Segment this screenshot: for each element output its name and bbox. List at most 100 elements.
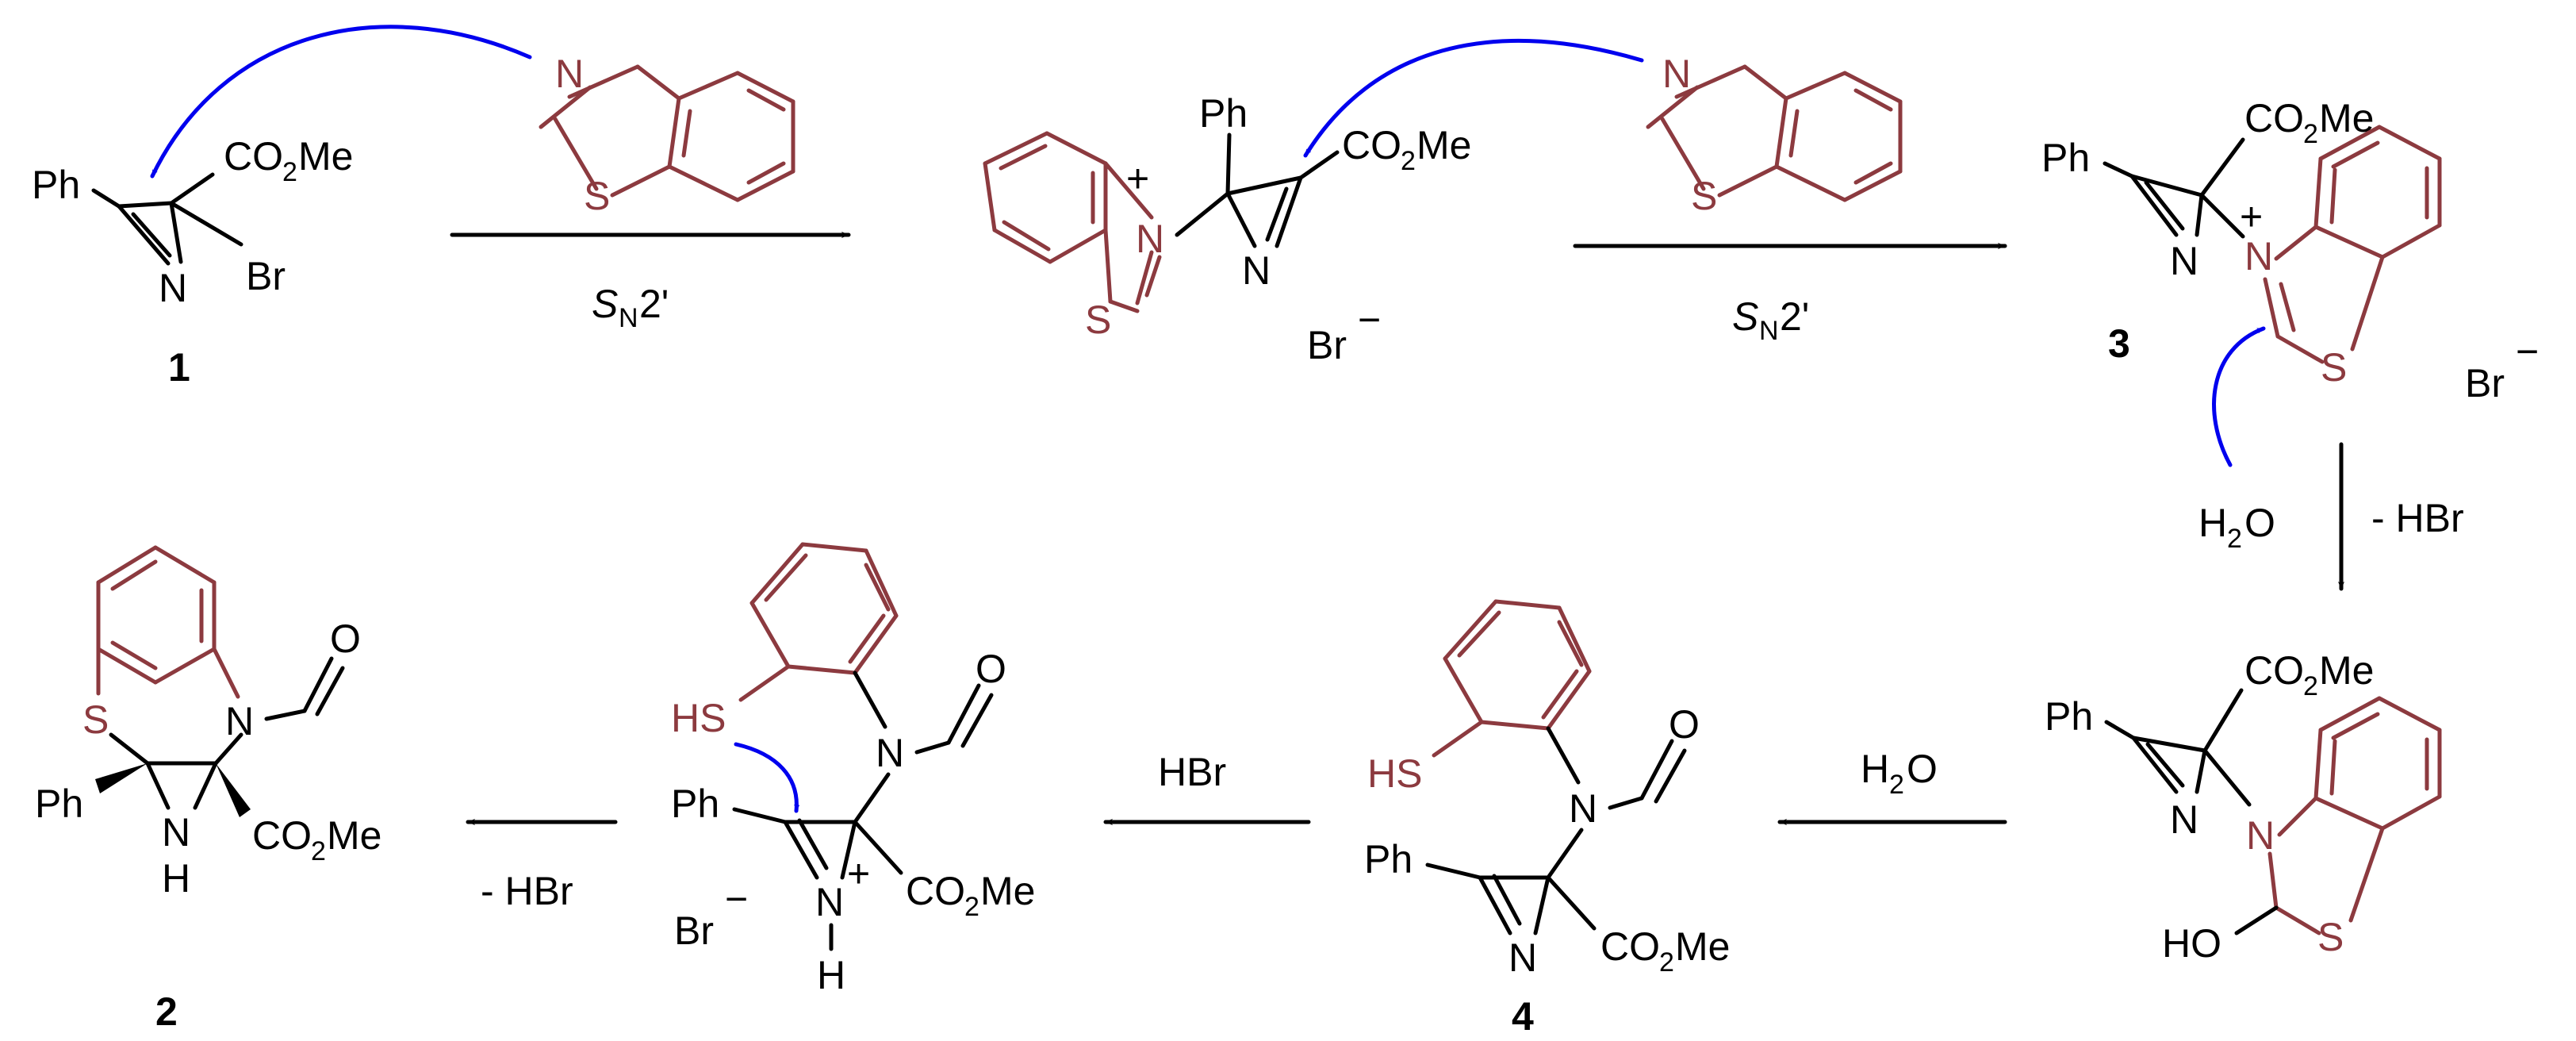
svg-text:S: S bbox=[584, 174, 610, 218]
svg-text:HO: HO bbox=[2162, 921, 2221, 966]
compound-label-2: 2 bbox=[155, 989, 178, 1034]
svg-text:−: − bbox=[725, 877, 748, 921]
arrow-water-left: H 2 O bbox=[1777, 747, 2007, 825]
svg-text:CO: CO bbox=[1600, 924, 1660, 969]
svg-text:Br: Br bbox=[246, 254, 286, 298]
svg-text:Ph: Ph bbox=[32, 163, 80, 207]
svg-text:N: N bbox=[159, 266, 187, 310]
svg-text:O: O bbox=[1907, 747, 1938, 791]
svg-text:O: O bbox=[976, 647, 1006, 691]
svg-text:N: N bbox=[1569, 786, 1597, 831]
svg-text:N: N bbox=[619, 303, 638, 333]
curved-arrow-attack-2 bbox=[1303, 39, 1644, 158]
svg-text:2: 2 bbox=[2303, 671, 2318, 701]
svg-text:Me: Me bbox=[1675, 924, 1730, 969]
svg-text:O: O bbox=[2244, 501, 2275, 545]
compound-2: S N N H Ph CO 2 Me O 2 bbox=[35, 545, 381, 1034]
svg-text:2: 2 bbox=[2227, 524, 2242, 554]
curved-arrow-water-attack bbox=[2212, 326, 2266, 467]
svg-text:Me: Me bbox=[1416, 123, 1471, 167]
svg-text:HS: HS bbox=[671, 696, 726, 740]
svg-text:2: 2 bbox=[282, 157, 297, 187]
svg-text:CO: CO bbox=[252, 813, 312, 858]
svg-text:Br: Br bbox=[1307, 323, 1347, 367]
svg-text:Me: Me bbox=[298, 134, 353, 179]
svg-text:Me: Me bbox=[980, 869, 1035, 913]
arrow-minus-hbr-left: - HBr bbox=[466, 819, 618, 913]
svg-text:Me: Me bbox=[327, 813, 381, 858]
svg-text:Ph: Ph bbox=[1199, 91, 1248, 136]
curved-arrow-attack-1 bbox=[150, 25, 532, 179]
svg-text:2: 2 bbox=[311, 836, 326, 866]
svg-text:N: N bbox=[1242, 248, 1271, 293]
svg-text:N: N bbox=[1759, 316, 1779, 346]
svg-text:Br: Br bbox=[674, 908, 714, 953]
curved-arrow-thiol-attack bbox=[734, 742, 800, 813]
svg-text:Ph: Ph bbox=[35, 782, 83, 826]
svg-text:N: N bbox=[2170, 797, 2198, 842]
svg-text:N: N bbox=[162, 810, 190, 855]
svg-text:N: N bbox=[1508, 935, 1537, 980]
svg-text:H: H bbox=[162, 856, 190, 901]
svg-text:Ph: Ph bbox=[671, 782, 719, 826]
svg-text:HBr: HBr bbox=[1158, 750, 1226, 794]
svg-text:−: − bbox=[1358, 298, 1381, 342]
svg-text:N: N bbox=[815, 880, 844, 924]
compound-4: HS N O Ph N CO 2 Me 4 bbox=[1364, 599, 1730, 1039]
svg-text:S: S bbox=[2317, 915, 2344, 959]
svg-text:+: + bbox=[1126, 156, 1149, 201]
intermediate-hemiaminal: Ph N CO 2 Me N S HO bbox=[2045, 648, 2442, 966]
svg-text:H: H bbox=[1861, 747, 1889, 791]
benzothiazole-reagent-2: N S bbox=[1646, 52, 1903, 218]
svg-text:N: N bbox=[2246, 813, 2275, 858]
compound-label-4: 4 bbox=[1512, 994, 1534, 1039]
arrow-sn2-2: S N 2' bbox=[1573, 243, 2007, 346]
svg-text:H: H bbox=[817, 953, 845, 997]
compound-label-3: 3 bbox=[2108, 321, 2130, 366]
svg-text:H: H bbox=[2198, 501, 2227, 545]
svg-text:CO: CO bbox=[906, 869, 965, 913]
svg-text:Ph: Ph bbox=[1364, 837, 1413, 882]
svg-text:2: 2 bbox=[2303, 119, 2318, 149]
svg-text:CO: CO bbox=[2244, 96, 2304, 140]
svg-text:N: N bbox=[1136, 217, 1164, 261]
svg-text:S: S bbox=[1732, 294, 1758, 339]
svg-text:S: S bbox=[1691, 174, 1717, 218]
benzothiazole-reagent-1: N S bbox=[539, 52, 795, 218]
svg-text:CO: CO bbox=[224, 134, 283, 179]
intermediate-azirinium: HS N O Ph N + H CO 2 Me Br − bbox=[671, 542, 1035, 997]
svg-text:S: S bbox=[592, 282, 618, 326]
svg-text:2: 2 bbox=[1401, 146, 1416, 176]
compound-1: Ph N CO 2 Me Br 1 bbox=[32, 134, 353, 390]
svg-text:Ph: Ph bbox=[2041, 136, 2090, 180]
intermediate-benzothiazolium-2h-azirine: N S + N Ph CO 2 Me Br − bbox=[983, 91, 1471, 367]
svg-text:Me: Me bbox=[2319, 648, 2374, 693]
svg-text:2: 2 bbox=[1889, 770, 1904, 800]
svg-text:CO: CO bbox=[2244, 648, 2304, 693]
svg-text:S: S bbox=[2321, 345, 2347, 390]
svg-text:N: N bbox=[2170, 239, 2198, 283]
compound-label-1: 1 bbox=[168, 345, 190, 390]
arrow-sn2-1: S N 2' bbox=[450, 232, 851, 333]
arrow-minus-hbr-down: - HBr bbox=[2338, 442, 2464, 591]
svg-text:N: N bbox=[1662, 52, 1691, 96]
svg-text:Br: Br bbox=[2465, 361, 2505, 405]
svg-text:N: N bbox=[555, 52, 584, 96]
svg-text:O: O bbox=[330, 617, 361, 661]
svg-text:- HBr: - HBr bbox=[481, 869, 573, 913]
svg-text:+: + bbox=[2240, 194, 2263, 239]
svg-text:+: + bbox=[847, 851, 870, 896]
compound-3: Ph N CO 2 Me N + S Br − 3 bbox=[2041, 96, 2539, 405]
water-nucleophile: H 2 O bbox=[2198, 501, 2275, 554]
svg-text:O: O bbox=[1669, 702, 1700, 747]
svg-text:N: N bbox=[225, 699, 254, 743]
svg-text:2': 2' bbox=[1780, 294, 1809, 339]
svg-text:−: − bbox=[2516, 329, 2539, 374]
svg-text:S: S bbox=[1085, 298, 1111, 342]
svg-text:HS: HS bbox=[1367, 751, 1422, 796]
svg-text:N: N bbox=[2244, 234, 2273, 278]
svg-text:- HBr: - HBr bbox=[2371, 496, 2464, 540]
svg-text:N: N bbox=[876, 731, 904, 775]
svg-text:2: 2 bbox=[964, 892, 979, 922]
